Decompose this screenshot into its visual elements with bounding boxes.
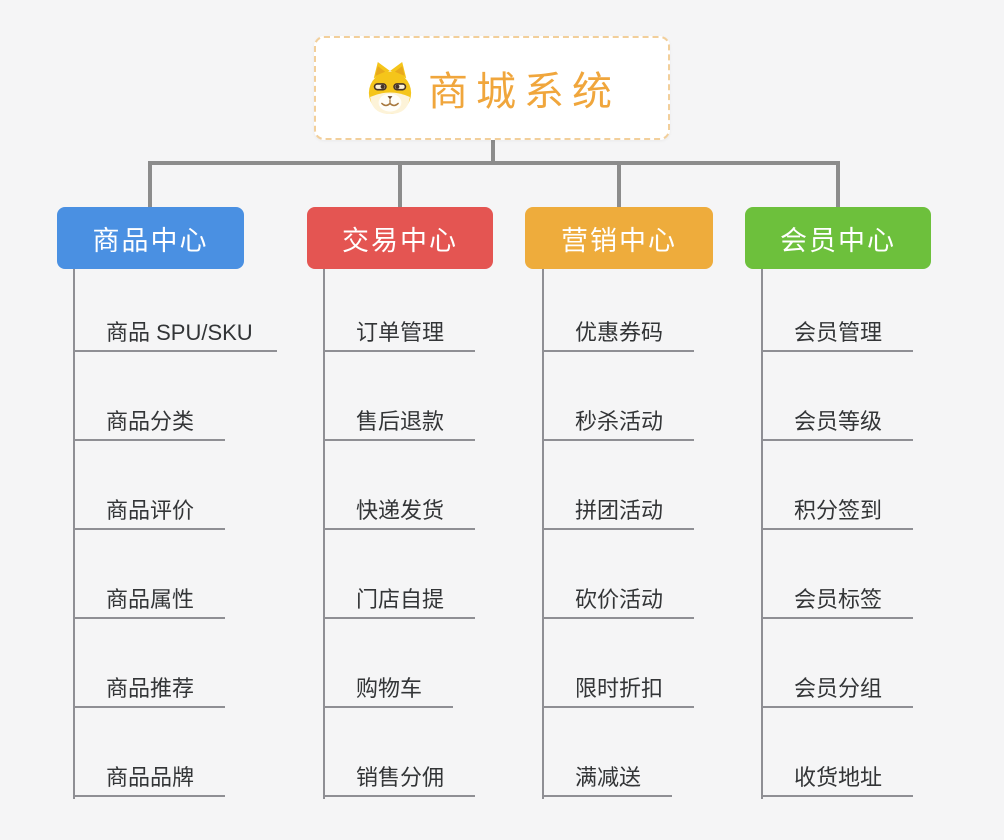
topic-item[interactable]: 门店自提: [323, 582, 475, 619]
branch-label: 会员中心: [780, 225, 896, 256]
topic-item[interactable]: 会员分组: [761, 671, 913, 708]
topic-item[interactable]: 快递发货: [323, 493, 475, 530]
topic-label: 满减送: [575, 765, 642, 790]
topic-label: 会员分组: [794, 676, 883, 701]
branch-spine-product: [73, 269, 75, 799]
branch-spine-member: [761, 269, 763, 799]
topic-label: 收货地址: [794, 765, 883, 790]
topic-label: 限时折扣: [575, 676, 664, 701]
topic-item[interactable]: 购物车: [323, 671, 453, 708]
topic-label: 积分签到: [794, 498, 883, 523]
topic-label: 售后退款: [356, 409, 445, 434]
topic-item[interactable]: 砍价活动: [542, 582, 694, 619]
connector-drop-product: [148, 161, 152, 207]
topic-label: 商品评价: [106, 498, 195, 523]
branch-node-marketing-center[interactable]: 营销中心: [525, 207, 713, 269]
topic-label: 快递发货: [356, 498, 445, 523]
topic-label: 商品品牌: [106, 765, 195, 790]
topic-label: 会员标签: [794, 587, 883, 612]
topic-item[interactable]: 商品评价: [73, 493, 225, 530]
topic-item[interactable]: 会员等级: [761, 404, 913, 441]
topic-label: 销售分佣: [356, 765, 445, 790]
topic-item[interactable]: 订单管理: [323, 315, 475, 352]
topic-item[interactable]: 商品属性: [73, 582, 225, 619]
connector-root-stub: [491, 140, 495, 165]
topic-item[interactable]: 秒杀活动: [542, 404, 694, 441]
topic-label: 会员等级: [794, 409, 883, 434]
topic-label: 订单管理: [356, 320, 445, 345]
branch-node-product-center[interactable]: 商品中心: [57, 207, 244, 269]
branch-node-trade-center[interactable]: 交易中心: [307, 207, 493, 269]
branch-node-member-center[interactable]: 会员中心: [745, 207, 931, 269]
branch-label: 商品中心: [92, 225, 209, 256]
topic-label: 优惠券码: [575, 320, 664, 345]
branch-spine-trade: [323, 269, 325, 799]
topic-label: 会员管理: [794, 320, 883, 345]
topic-item[interactable]: 商品品牌: [73, 760, 225, 797]
topic-label: 秒杀活动: [575, 409, 664, 434]
topic-label: 商品推荐: [106, 676, 195, 701]
topic-item[interactable]: 拼团活动: [542, 493, 694, 530]
topic-item[interactable]: 商品 SPU/SKU: [73, 315, 277, 352]
topic-item[interactable]: 会员标签: [761, 582, 913, 619]
topic-item[interactable]: 商品推荐: [73, 671, 225, 708]
topic-item[interactable]: 收货地址: [761, 760, 913, 797]
topic-item[interactable]: 积分签到: [761, 493, 913, 530]
connector-drop-marketing: [617, 161, 621, 207]
topic-label: 门店自提: [356, 587, 445, 612]
branch-label: 营销中心: [561, 225, 677, 256]
topic-label: 购物车: [356, 676, 423, 701]
root-node[interactable]: 商城系统: [314, 36, 670, 140]
connector-horizontal-bar: [148, 161, 840, 165]
topic-item[interactable]: 会员管理: [761, 315, 913, 352]
branch-label: 交易中心: [342, 225, 458, 256]
topic-item[interactable]: 售后退款: [323, 404, 475, 441]
root-title: 商城系统: [428, 70, 620, 114]
topic-label: 商品 SPU/SKU: [106, 320, 253, 345]
topic-label: 商品属性: [106, 587, 195, 612]
connector-drop-member: [836, 161, 840, 207]
topic-item[interactable]: 优惠券码: [542, 315, 694, 352]
topic-item[interactable]: 商品分类: [73, 404, 225, 441]
topic-item[interactable]: 满减送: [542, 760, 672, 797]
topic-label: 砍价活动: [575, 587, 664, 612]
doge-icon: [364, 60, 416, 116]
connector-drop-trade: [398, 161, 402, 207]
topic-item[interactable]: 限时折扣: [542, 671, 694, 708]
topic-item[interactable]: 销售分佣: [323, 760, 475, 797]
topic-label: 拼团活动: [575, 498, 664, 523]
branch-spine-marketing: [542, 269, 544, 799]
topic-label: 商品分类: [106, 409, 195, 434]
